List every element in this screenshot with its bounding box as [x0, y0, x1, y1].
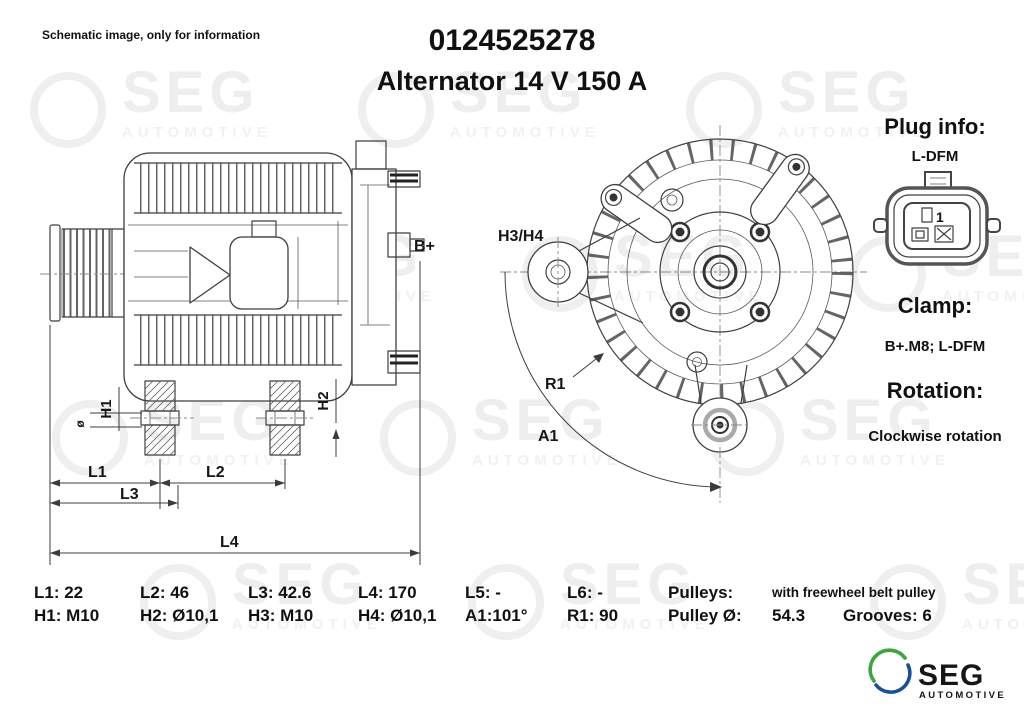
rear-bracket [351, 140, 425, 386]
r1-label: R1 [545, 376, 566, 393]
spec-l4: L4: 170 [358, 583, 417, 602]
spec-a1: A1:101° [465, 606, 528, 625]
upper-right-arm [750, 153, 810, 226]
seg-logo: SEG AUTOMOTIVE [868, 648, 1006, 701]
h2-label: H2 [315, 391, 332, 410]
logo-subtext: AUTOMOTIVE [919, 690, 1006, 701]
left-mounting-ear [527, 217, 644, 324]
clamp-value: B+.M8; L-DFM [884, 338, 986, 355]
rotation-value: Clockwise rotation [868, 428, 1002, 445]
h3-h4-label: H3/H4 [498, 228, 543, 245]
spec-pulleys-value: with freewheel belt pulley [772, 585, 936, 600]
plug-type-value: L-DFM [911, 148, 959, 165]
a1-label: A1 [538, 428, 559, 445]
spec-pulley-diameter-value: 54.3 [772, 606, 806, 625]
upper-left-arm [600, 183, 673, 244]
plug-info-heading: Plug info: [884, 114, 986, 139]
spec-h3: H3: M10 [248, 606, 314, 625]
alternator-subtitle: Alternator 14 V 150 A [376, 66, 648, 96]
spec-pulley-diameter-label: Pulley Ø: [668, 606, 742, 625]
h1-label: H1 [98, 399, 115, 418]
l2-label: L2 [206, 464, 225, 481]
l3-label: L3 [120, 486, 139, 503]
spec-r1: R1: 90 [567, 606, 619, 625]
watermark-circle-icon [870, 564, 946, 640]
rotation-heading: Rotation: [886, 378, 984, 403]
connector-shell: 1 [873, 171, 1001, 266]
spec-h1: H1: M10 [34, 606, 100, 625]
mounting-lugs [130, 380, 314, 456]
plug-pin1-label: 1 [936, 209, 944, 225]
b-plus-label: B+ [414, 238, 435, 255]
clamp-heading: Clamp: [897, 293, 973, 318]
logo-green-arc-icon [868, 648, 907, 683]
front-view-drawing: H3/H4 R1 A1 [498, 125, 867, 503]
spec-h4: H4: Ø10,1 [358, 606, 437, 625]
plug-connector-drawing: 1 [873, 171, 1001, 266]
spec-l5: L5: - [465, 583, 501, 602]
side-view-drawing: B+ ø H1 H2 [40, 140, 435, 565]
schematic-note: Schematic image, only for information [42, 28, 261, 42]
logo-blue-arc-icon [874, 663, 912, 694]
part-number-title: 0124525278 [428, 24, 596, 57]
spec-h2: H2: Ø10,1 [140, 606, 219, 625]
spec-pulleys-label: Pulleys: [668, 583, 734, 602]
spec-l1: L1: 22 [34, 583, 84, 602]
l4-label: L4 [220, 534, 239, 551]
logo-text: SEG [918, 659, 984, 692]
alternator-housing [123, 152, 353, 402]
diameter-label: ø [73, 420, 87, 428]
spec-l3: L3: 42.6 [248, 583, 312, 602]
l1-label: L1 [88, 464, 107, 481]
bottom-mounting-ear [691, 364, 751, 503]
spec-grooves: Grooves: 6 [843, 606, 932, 625]
belt-pulley [40, 224, 136, 322]
spec-l6: L6: - [567, 583, 603, 602]
spec-l2: L2: 46 [140, 583, 190, 602]
